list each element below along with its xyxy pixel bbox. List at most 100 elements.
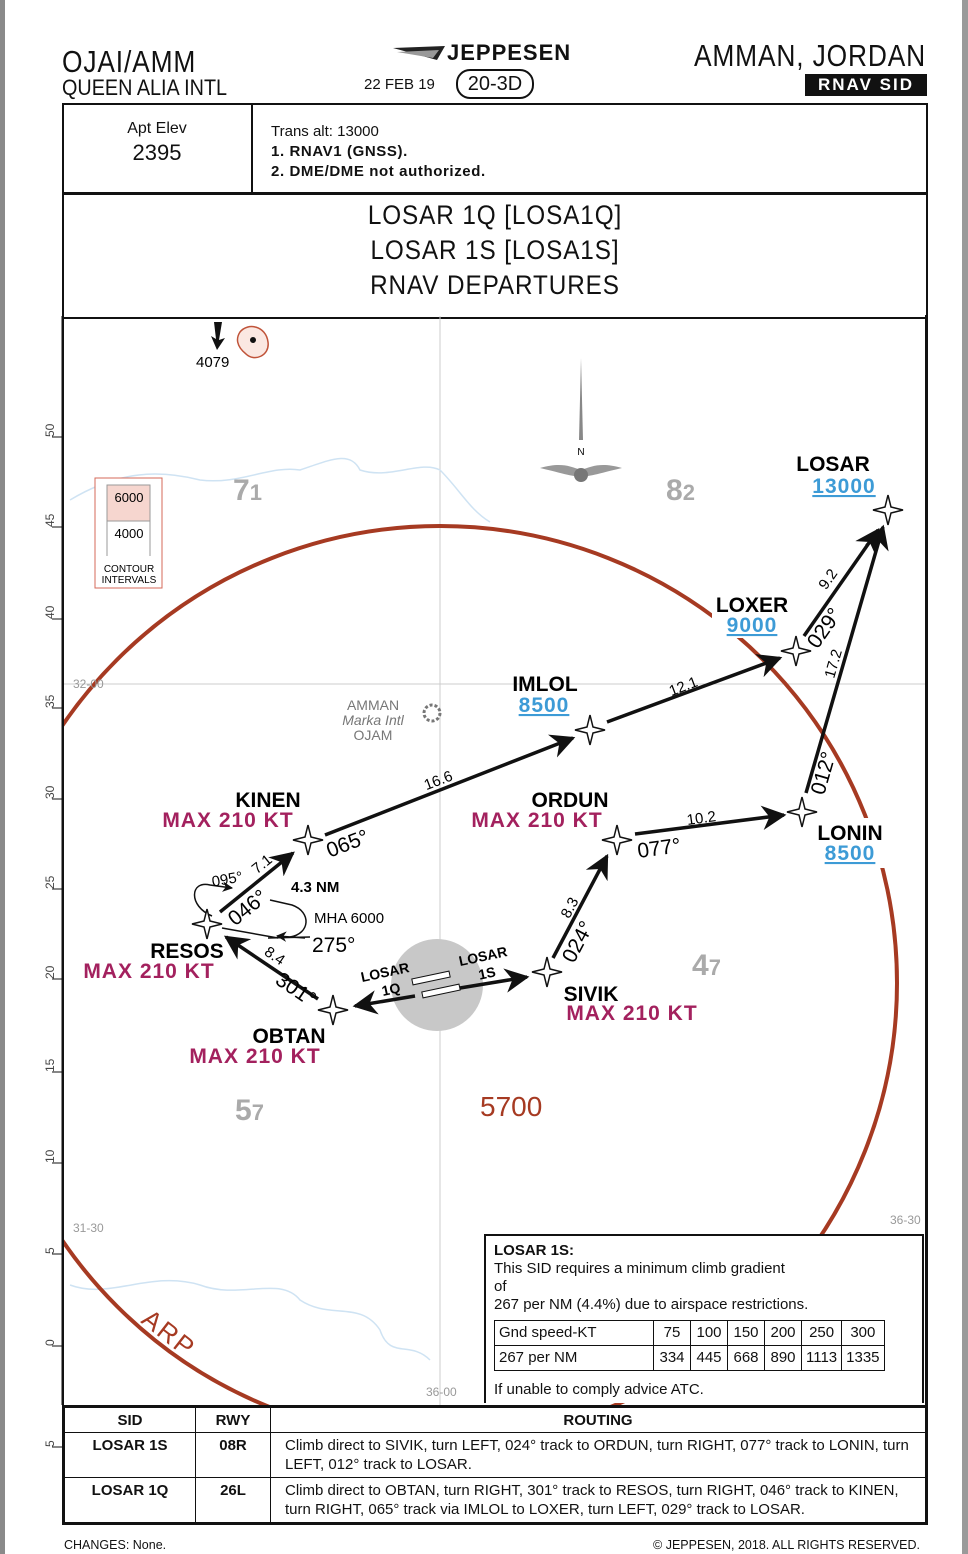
title-box <box>62 192 928 319</box>
sid-name: LOSAR 1Q <box>63 1477 196 1524</box>
map-border-right <box>925 315 928 1407</box>
procedure-title-type: RNAV DEPARTURES <box>370 270 620 300</box>
terrain-contour <box>69 457 491 523</box>
climb-rate: 334 <box>653 1345 691 1371</box>
routing-table: SID RWY ROUTING LOSAR 1S 08R Climb direc… <box>62 1405 928 1525</box>
apt-elev: Apt Elev 2395 <box>62 120 252 166</box>
chart-type-badge: RNAV SID <box>805 74 927 96</box>
leg-track: 012° <box>807 749 841 797</box>
city-name: AMMAN, JORDAN <box>693 38 926 73</box>
routing-text: Climb direct to SIVIK, turn LEFT, 024° t… <box>270 1432 927 1478</box>
publisher-logo-text: JEPPESEN <box>447 40 572 65</box>
waypoint-losar-alt: 13000 <box>812 475 875 498</box>
ground-speed: 250 <box>800 1320 843 1346</box>
trans-alt: Trans alt: 13000 <box>271 123 379 140</box>
waypoint-sivik-name: SIVIK <box>564 983 619 1006</box>
waypoint-kinen-name: KINEN <box>235 789 300 812</box>
waypoint-lonin-alt: 8500 <box>825 842 876 865</box>
obstacle-elevation: 4079 <box>196 354 229 371</box>
changes-note: CHANGES: None. <box>64 1538 167 1552</box>
window-edge-left <box>0 0 5 1554</box>
north-label: N <box>577 447 584 458</box>
climb-rate: 668 <box>727 1345 765 1371</box>
waypoint-losar-name: LOSAR <box>796 453 870 476</box>
grid-mora: 47 <box>692 949 721 982</box>
climb-rate: 890 <box>764 1345 802 1371</box>
waypoint-resos-icon[interactable] <box>191 908 223 940</box>
column-header-routing: ROUTING <box>270 1406 927 1433</box>
climb-rate: 445 <box>690 1345 728 1371</box>
climb-note-title: LOSAR 1S: <box>494 1242 575 1259</box>
waypoint-obtan-speed: MAX 210 KT <box>189 1045 320 1068</box>
waypoint-lonin-name: LONIN <box>817 822 882 845</box>
table-row: 267 per NM 334 445 668 890 1113 1335 <box>494 1345 885 1371</box>
grid-label-lon: 36-30 <box>890 1213 921 1227</box>
grid-mora: 82 <box>666 474 695 507</box>
climb-rate: 1335 <box>841 1345 885 1371</box>
waypoint-ordun-name: ORDUN <box>532 789 609 812</box>
holding-mha: MHA 6000 <box>314 910 384 927</box>
latitude-scale: 50 45 40 35 30 25 20 15 10 5 0 5 <box>43 316 63 1448</box>
msa-altitude: 5700 <box>480 1091 542 1122</box>
airport-icao: OJAI/AMM <box>62 44 197 79</box>
contour-label: CONTOUR <box>104 564 154 575</box>
waypoint-losar-icon[interactable] <box>872 494 904 526</box>
airport-gear-icon <box>422 703 442 723</box>
route-lines <box>218 524 889 1015</box>
lat-tick-label: 5 <box>43 1440 57 1447</box>
grid-mora: 57 <box>235 1094 264 1127</box>
lat-tick-label: 50 <box>43 423 57 437</box>
grid-label-lon: 36-00 <box>426 1385 457 1399</box>
north-arrow-icon: N <box>540 358 622 482</box>
table-row-label: Gnd speed-KT <box>494 1320 654 1346</box>
leg-distance: 8.3 <box>558 895 583 921</box>
ground-speed: 100 <box>690 1320 728 1346</box>
table-row: Gnd speed-KT 75 100 150 200 250 300 <box>494 1320 885 1346</box>
waypoint-imlol-icon[interactable] <box>574 714 606 746</box>
leg-track: 024° <box>558 917 599 966</box>
chart-number: 20-3D <box>456 69 534 99</box>
climb-note-text: This SID requires a minimum climb gradie… <box>494 1260 785 1277</box>
leg-distance: 10.2 <box>686 808 717 829</box>
waypoint-loxer-alt: 9000 <box>727 614 778 637</box>
window-edge-right <box>962 0 968 1554</box>
lat-tick-label: 45 <box>43 513 57 527</box>
climb-note-text: 267 per NM (4.4%) due to airspace restri… <box>494 1296 809 1313</box>
leg-distance: 12.1 <box>667 674 700 700</box>
contour-upper: 6000 <box>115 490 144 505</box>
waypoint-ordun-speed: MAX 210 KT <box>471 809 602 832</box>
table-row: LOSAR 1S 08R Climb direct to SIVIK, turn… <box>63 1432 927 1478</box>
info-box <box>62 103 928 194</box>
waypoint-kinen-icon[interactable] <box>292 824 324 856</box>
obstacle-arrow-icon <box>211 322 225 350</box>
routing-text: Climb direct to OBTAN, turn RIGHT, 301° … <box>270 1477 927 1524</box>
ground-speed: 150 <box>727 1320 765 1346</box>
lat-tick-label: 40 <box>43 605 57 619</box>
waypoint-resos-speed: MAX 210 KT <box>83 960 214 983</box>
waypoint-obtan-icon[interactable] <box>317 994 349 1026</box>
note-1: 1. RNAV1 (GNSS). <box>271 143 408 160</box>
lat-tick-label: 5 <box>43 1247 57 1254</box>
lat-tick-label: 10 <box>43 1149 57 1163</box>
column-header-sid: SID <box>63 1406 196 1433</box>
climb-gradient-table: Gnd speed-KT 75 100 150 200 250 300 267 … <box>494 1320 885 1371</box>
obstacle: 4079 <box>196 322 269 371</box>
lat-tick-label: 20 <box>43 965 57 979</box>
leg-track: 301° <box>271 968 320 1011</box>
airport-ref-name: Marka Intl <box>342 712 404 728</box>
waypoint-kinen-speed: MAX 210 KT <box>162 809 293 832</box>
waypoint-resos-name: RESOS <box>150 940 224 963</box>
table-row: LOSAR 1Q 26L Climb direct to OBTAN, turn… <box>63 1477 927 1524</box>
procedure-title-1q: LOSAR 1Q [LOSA1Q] <box>367 200 623 230</box>
airport-name: QUEEN ALIA INTL <box>62 75 228 100</box>
waypoint-obtan-name: OBTAN <box>252 1025 325 1048</box>
ground-speed: 75 <box>653 1320 691 1346</box>
map-border-left <box>62 315 64 1407</box>
lat-tick-label: 35 <box>43 694 57 708</box>
airport-ref-name: AMMAN <box>347 697 399 713</box>
info-notes: Trans alt: 13000 1. RNAV1 (GNSS). 2. DME… <box>271 122 486 182</box>
waypoint-sivik-icon[interactable] <box>531 956 563 988</box>
waypoint-ordun-icon[interactable] <box>601 824 633 856</box>
waypoint-imlol-alt: 8500 <box>519 694 570 717</box>
